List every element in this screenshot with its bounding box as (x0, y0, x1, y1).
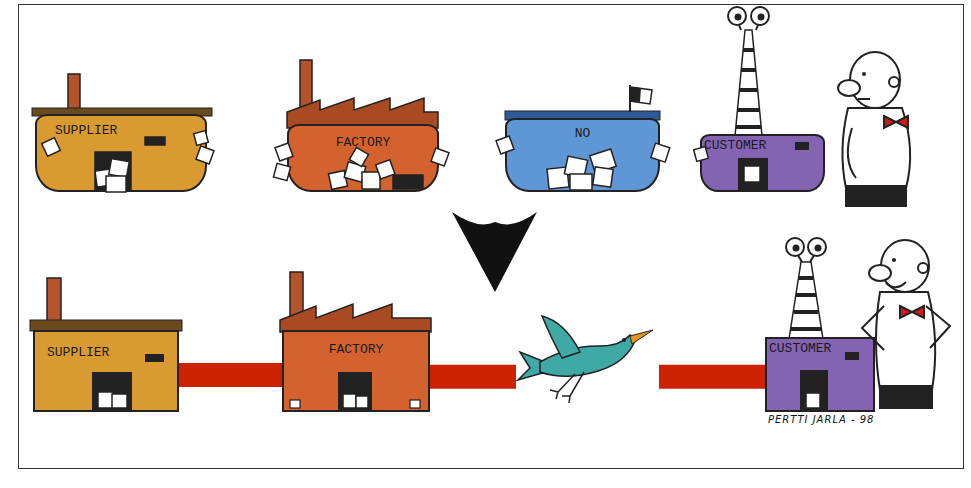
flag-pole (629, 85, 631, 112)
man-mouth (858, 98, 870, 100)
chimney (300, 60, 312, 112)
tower-stripe (794, 310, 818, 314)
bird-beak (630, 330, 653, 344)
warehouse-roof (505, 85, 660, 120)
building-sign: SUPPLIER (47, 345, 177, 360)
building-box: CUSTOMER (700, 134, 825, 192)
building-sign: SUPPLIER (55, 123, 205, 138)
bird-body (540, 335, 636, 376)
factory-roof (287, 60, 438, 128)
factory-roof (280, 272, 431, 332)
building-box: SUPPLIER (35, 114, 207, 192)
man-smile (886, 282, 906, 287)
chimney (290, 272, 303, 322)
tower-stripe (796, 293, 816, 297)
pupil (735, 14, 742, 21)
man-trousers (880, 386, 932, 408)
building-sign: FACTORY (289, 135, 437, 150)
antenna-tower (786, 238, 826, 339)
pupil (793, 245, 800, 252)
flag (630, 87, 652, 104)
man-arm (848, 128, 856, 178)
tower-stripe (739, 88, 758, 92)
bow-tie (884, 116, 896, 128)
antenna-tower (728, 7, 769, 136)
building-sign: CUSTOMER (704, 138, 823, 153)
man-trousers (846, 186, 906, 206)
building-box: FACTORY (282, 330, 430, 412)
man-body (842, 108, 910, 188)
flying-bird (518, 316, 653, 403)
bow-tie (900, 306, 912, 318)
bird-legs (550, 372, 584, 403)
eye (808, 238, 826, 256)
bird-wing (542, 316, 580, 358)
building-sign: FACTORY (284, 342, 428, 357)
bow-tie (896, 116, 908, 128)
bow-tie (912, 306, 924, 318)
sawtooth-roof (280, 304, 431, 332)
man-arm (926, 306, 950, 348)
eye (728, 7, 746, 25)
building-sign: NO (507, 126, 658, 141)
building-box: NO (505, 118, 660, 192)
eye (751, 7, 769, 25)
tower-stripe (743, 48, 754, 52)
man-nose (869, 265, 891, 281)
man-head (850, 52, 900, 108)
building-box: CUSTOMER (765, 337, 875, 412)
transform-arrow (452, 212, 537, 292)
building-box: FACTORY (287, 124, 439, 192)
delivery-band (430, 365, 765, 389)
tower-stripe (736, 125, 761, 129)
tower-stripe (737, 108, 760, 112)
chimney (68, 74, 80, 114)
tower-stripe (741, 68, 756, 72)
building-box: SUPPLIER (33, 330, 179, 412)
man-eye (892, 258, 896, 262)
tower (789, 262, 823, 339)
customer-man (838, 52, 910, 206)
man-ear (889, 77, 899, 87)
building-sign: CUSTOMER (769, 341, 873, 356)
bird-tail (518, 352, 546, 380)
artist-signature: PERTTI JARLA - 98 (768, 414, 874, 425)
man-head (881, 240, 929, 292)
chimney (47, 278, 61, 322)
eye-stalk (810, 252, 816, 262)
tower-stripe (791, 327, 821, 331)
bird-eye (622, 338, 626, 342)
pupil (758, 14, 765, 21)
eye-stalk (737, 20, 741, 30)
man-nose (838, 80, 860, 96)
eye-stalk (796, 252, 802, 262)
supplier-roof (30, 278, 182, 331)
tower (735, 30, 762, 136)
supplier-roof (32, 74, 212, 116)
man-body (876, 292, 935, 390)
happy-customer-man (862, 240, 950, 408)
tower-stripe (799, 276, 813, 280)
pupil (815, 245, 822, 252)
flag-stripe (630, 87, 641, 102)
eye (786, 238, 804, 256)
man-ear (918, 263, 928, 273)
band-gap (516, 352, 659, 392)
man-eye (862, 72, 866, 76)
delivery-band (179, 363, 282, 387)
eye-stalk (756, 20, 760, 30)
